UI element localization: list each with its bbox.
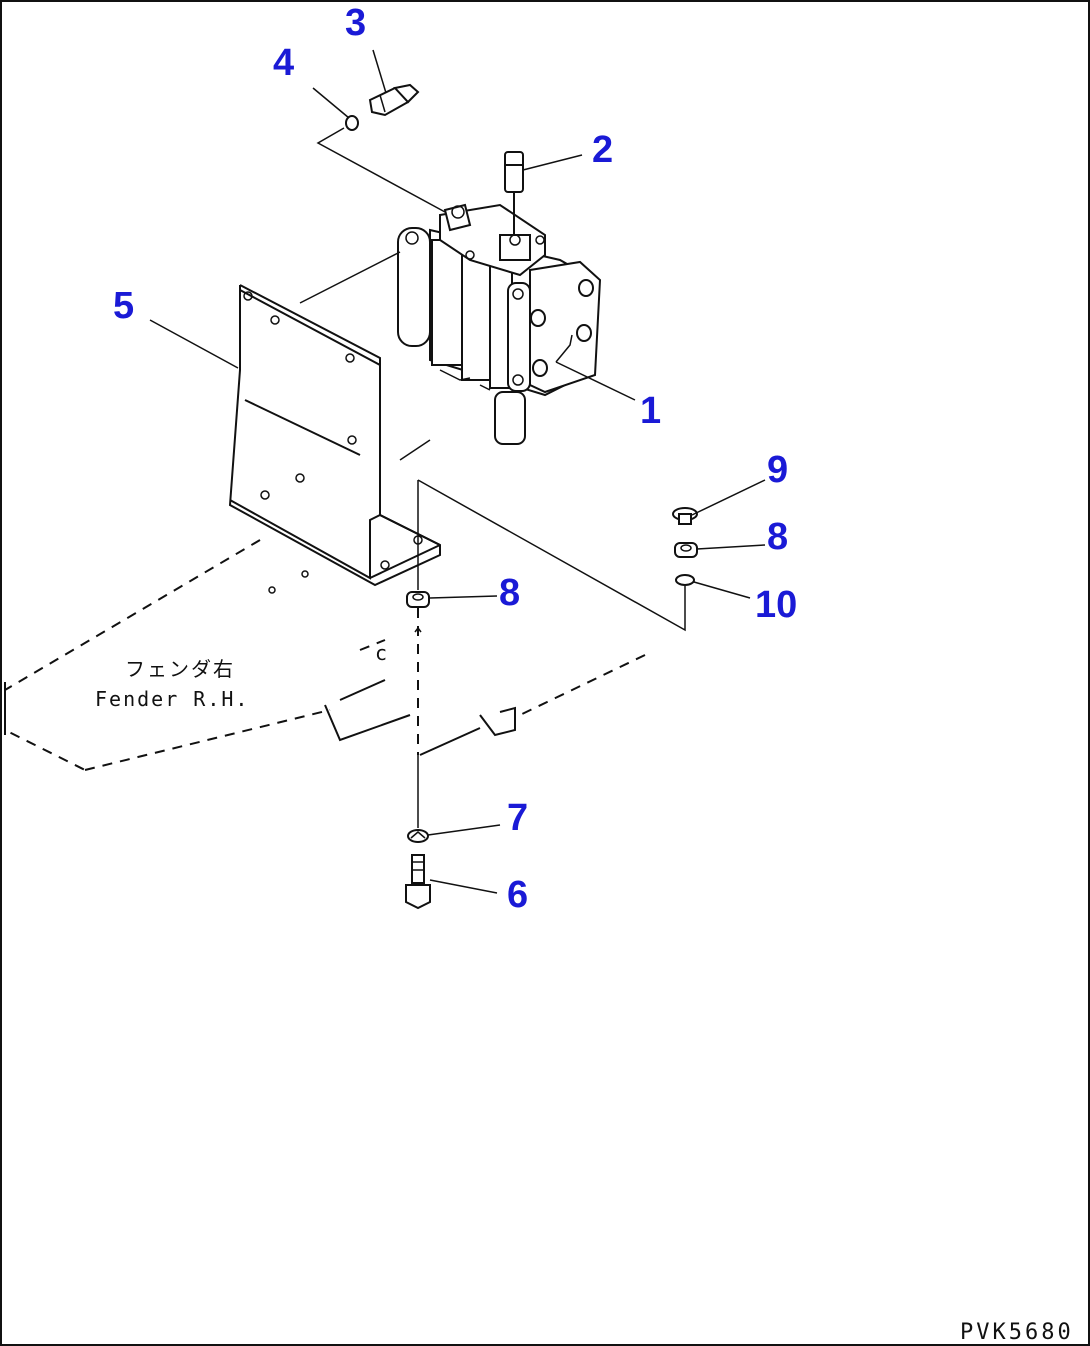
callout-7: 7: [507, 797, 528, 839]
bracket: [228, 284, 441, 587]
callout-1: 1: [640, 390, 661, 432]
svg-text:c: c: [375, 641, 389, 665]
leader-lines: [149, 49, 766, 894]
callout-6: 6: [507, 874, 528, 916]
bolt-6: [405, 854, 431, 910]
lock-washer-7: [407, 829, 429, 843]
washer-8-lower: [406, 591, 430, 608]
bolt-9: [672, 507, 698, 525]
pressure-switch: [504, 151, 524, 235]
fitting: [368, 83, 420, 117]
callout-9: 9: [767, 449, 788, 491]
callout-5: 5: [113, 285, 134, 327]
o-ring-10: [675, 574, 695, 586]
callout-10: 10: [755, 584, 797, 626]
drawing-code: PVK5680: [960, 1320, 1074, 1345]
o-ring-4: [345, 115, 359, 131]
assembly-lines: [299, 127, 686, 828]
callout-8-right: 8: [767, 516, 788, 558]
fender-note-en: Fender R.H.: [95, 687, 249, 711]
washer-8-right: [674, 542, 698, 558]
fender-note-jp: フェンダ右: [125, 657, 235, 681]
callout-4: 4: [273, 42, 294, 84]
callout-2: 2: [592, 129, 613, 171]
callout-8-lower: 8: [499, 572, 520, 614]
fender-outline: c: [4, 539, 646, 771]
callout-3: 3: [345, 2, 366, 44]
control-valve: [397, 203, 602, 445]
